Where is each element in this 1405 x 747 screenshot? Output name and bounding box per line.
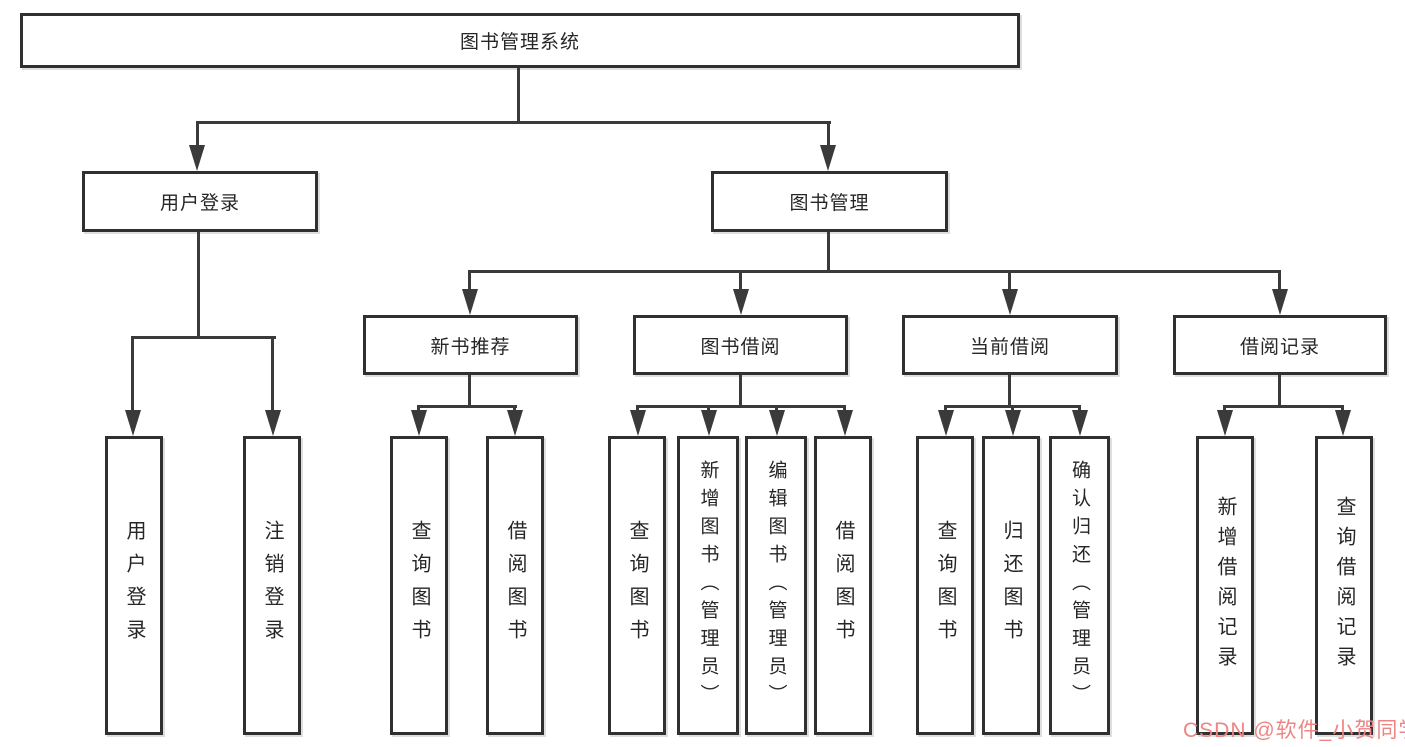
connector-drop-book-mgmt [827,121,830,149]
leaf-label: 编辑图书（管理员） [765,459,787,712]
arrowhead-down-icon [701,410,717,436]
leaf-edit-book-admin: 编辑图书（管理员） [745,436,807,735]
leaf-query-borrow-record: 查询借阅记录 [1315,436,1373,735]
node-label: 新书推荐 [430,336,511,358]
connector-borrow-stem [739,375,742,408]
connector-drop-leaf [417,405,420,414]
connector-drop-leaf [944,405,947,414]
connector-drop-leaf [1011,405,1014,414]
leaf-query-book-1: 查询图书 [390,436,448,735]
node-current-borrow: 当前借阅 [902,315,1118,375]
leaf-add-book-admin: 新增图书（管理员） [677,436,739,735]
leaf-query-book-2: 查询图书 [608,436,666,735]
connector-records-bar [1223,405,1344,408]
connector-current-stem [1008,375,1011,408]
connector-new-book-bar [417,405,517,408]
arrowhead-down-icon [820,145,836,171]
arrowhead-down-icon [938,410,954,436]
csdn-watermark: CSDN @软件_小贺同学 [1183,719,1405,742]
leaf-logout: 注销登录 [243,436,301,735]
connector-drop-leaf [131,336,134,414]
connector-drop-leaf [1078,405,1081,414]
leaf-label: 注销登录 [261,519,283,652]
leaf-label: 查询借阅记录 [1333,495,1355,676]
node-label: 当前借阅 [969,336,1050,358]
arrowhead-down-icon [1002,289,1018,315]
arrowhead-down-icon [1005,410,1021,436]
leaf-label: 归还图书 [1000,519,1022,652]
connector-drop-leaf [1223,405,1226,414]
node-library-system: 图书管理系统 [20,13,1020,68]
node-book-borrow: 图书借阅 [633,315,848,375]
leaf-label: 新增图书（管理员） [697,459,719,712]
connector-drop-leaf [271,336,274,414]
node-label: 图书管理 [789,193,870,214]
arrowhead-down-icon [411,410,427,436]
arrowhead-down-icon [1335,410,1351,436]
connector-user-login-bar [131,336,276,339]
node-borrow-records: 借阅记录 [1173,315,1387,375]
connector-drop-leaf [636,405,639,414]
connector-drop-leaf [707,405,710,414]
connector-user-login-stem [197,232,200,339]
arrowhead-down-icon [125,410,141,436]
arrowhead-down-icon [265,410,281,436]
connector-drop-leaf [775,405,778,414]
node-label: 图书管理系统 [459,32,580,53]
leaf-label: 借阅图书 [504,519,526,652]
leaf-label: 查询图书 [408,519,430,652]
connector-book-mgmt-bar [468,270,1281,273]
connector-drop-records [1278,270,1281,294]
connector-root-bar [196,121,831,124]
leaf-label: 用户登录 [123,519,145,652]
node-user-login: 用户登录 [82,171,318,232]
connector-drop-new-book [468,270,471,294]
connector-records-stem [1278,375,1281,408]
connector-book-mgmt-stem [827,232,830,273]
arrowhead-down-icon [1272,289,1288,315]
leaf-user-login: 用户登录 [105,436,163,735]
arrowhead-down-icon [1217,410,1233,436]
arrowhead-down-icon [507,410,523,436]
arrowhead-down-icon [733,289,749,315]
leaf-borrow-book-1: 借阅图书 [486,436,544,735]
connector-drop-user-login [196,121,199,149]
node-label: 用户登录 [159,193,240,214]
node-new-book-recommend: 新书推荐 [363,315,578,375]
connector-drop-leaf [513,405,516,414]
connector-drop-leaf [1341,405,1344,414]
arrowhead-down-icon [462,289,478,315]
node-book-management: 图书管理 [711,171,948,232]
arrowhead-down-icon [769,410,785,436]
leaf-borrow-book-2: 借阅图书 [814,436,872,735]
connector-borrow-bar [636,405,846,408]
node-label: 图书借阅 [700,336,781,358]
leaf-label: 借阅图书 [832,519,854,652]
leaf-label: 确认归还（管理员） [1069,459,1090,712]
arrowhead-down-icon [837,410,853,436]
connector-drop-current [1008,270,1011,294]
connector-drop-leaf [843,405,846,414]
connector-new-book-stem [468,375,471,408]
leaf-add-borrow-record: 新增借阅记录 [1196,436,1254,735]
leaf-label: 查询图书 [934,519,956,652]
leaf-label: 新增借阅记录 [1214,495,1236,676]
node-label: 借阅记录 [1239,336,1320,358]
connector-root-stem [517,68,520,124]
arrowhead-down-icon [630,410,646,436]
leaf-label: 查询图书 [626,519,648,652]
leaf-return-book: 归还图书 [982,436,1040,735]
arrowhead-down-icon [1072,410,1088,436]
leaf-query-book-3: 查询图书 [916,436,974,735]
leaf-confirm-return-admin: 确认归还（管理员） [1049,436,1110,735]
arrowhead-down-icon [189,145,205,171]
connector-drop-borrow [739,270,742,294]
